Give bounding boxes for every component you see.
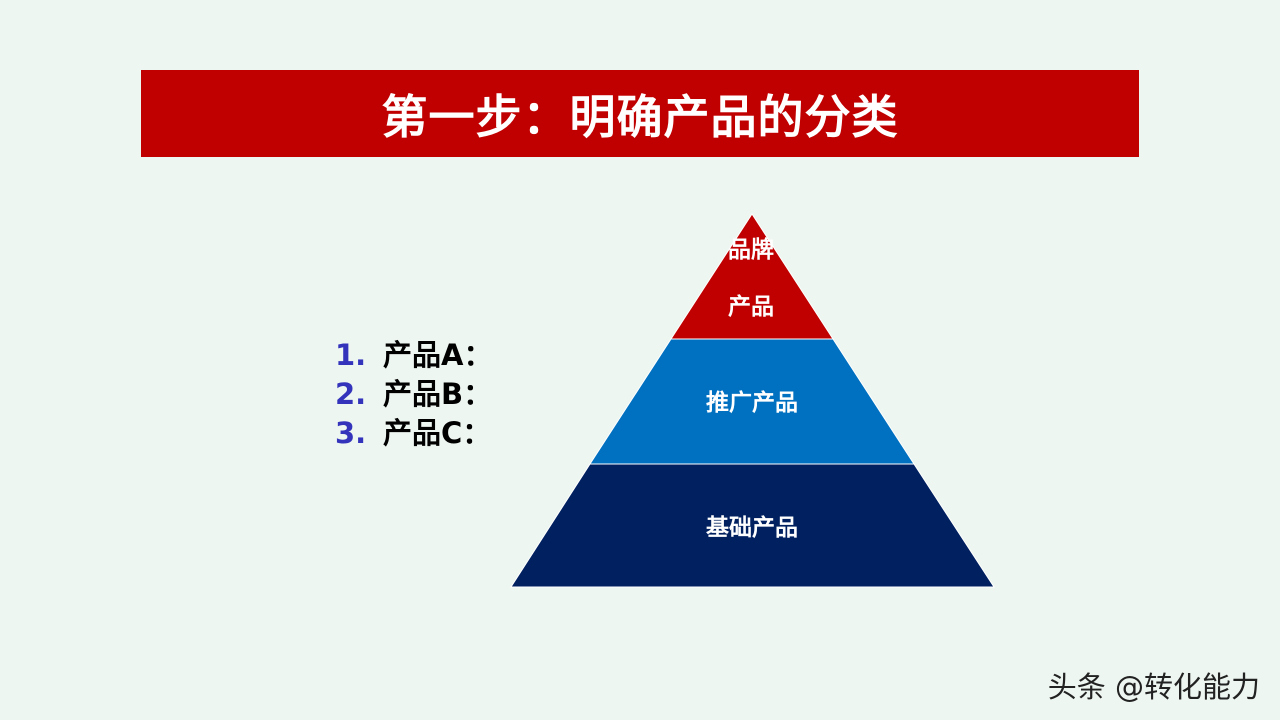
list-item: 3. 产品C：: [335, 414, 492, 453]
pyramid-tier-bottom: [510, 463, 995, 588]
list-number: 2.: [335, 377, 367, 411]
tier-label-middle: 推广产品: [706, 390, 798, 416]
list-text: 产品B：: [383, 377, 493, 411]
page-title: 第一步：明确产品的分类: [381, 89, 899, 144]
tier-label-top-line2: 产品: [728, 294, 774, 320]
tier-label-top-line1: 品牌: [728, 237, 774, 263]
list-text: 产品A：: [383, 338, 493, 372]
watermark: 头条 @转化能力: [1047, 670, 1260, 704]
product-list: 1. 产品A： 2. 产品B： 3. 产品C：: [335, 336, 492, 453]
list-item: 1. 产品A：: [335, 336, 492, 375]
title-banner: 第一步：明确产品的分类: [141, 70, 1139, 157]
list-item: 2. 产品B：: [335, 375, 492, 414]
tier-label-bottom: 基础产品: [706, 515, 798, 541]
list-number: 1.: [335, 338, 367, 372]
list-number: 3.: [335, 416, 367, 450]
list-text: 产品C：: [383, 416, 492, 450]
